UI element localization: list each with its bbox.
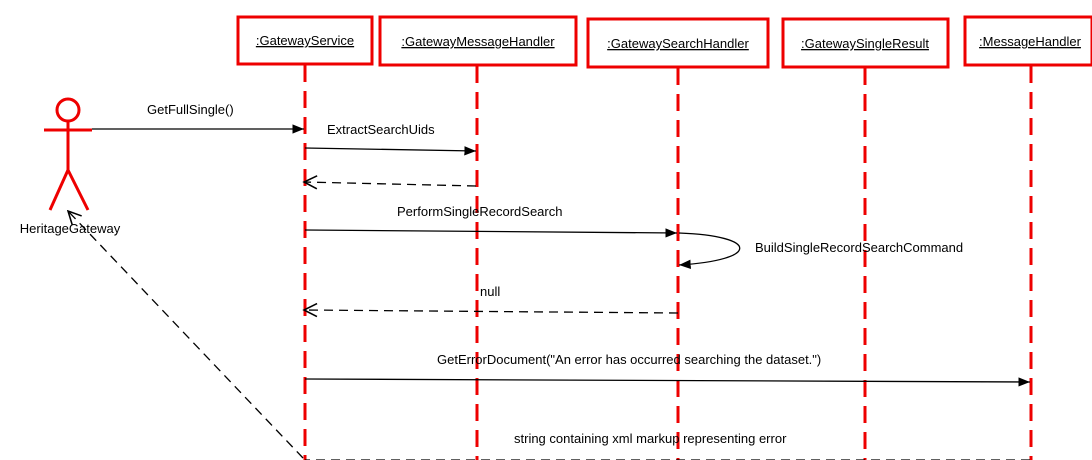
message-label: PerformSingleRecordSearch — [397, 204, 562, 219]
lifeline-gateway-search-handler: :GatewaySearchHandler — [586, 17, 770, 460]
lifeline-message-handler: :MessageHandler — [963, 15, 1092, 460]
message-arrow — [304, 182, 477, 186]
lifeline-box — [781, 17, 950, 69]
message-build-single-record-search-command: BuildSingleRecordSearchCommand — [678, 232, 963, 269]
lifeline-box — [963, 15, 1092, 67]
actor-label: HeritageGateway — [20, 221, 121, 236]
lifeline-name: :GatewayMessageHandler — [401, 34, 555, 49]
actor-right-leg — [66, 169, 90, 211]
self-message-arrow — [678, 232, 741, 269]
lifeline-box — [236, 15, 374, 66]
message-label: GetFullSingle() — [147, 102, 234, 117]
message-arrow — [304, 146, 477, 156]
lifeline-box — [378, 15, 578, 67]
message-label: BuildSingleRecordSearchCommand — [755, 240, 963, 255]
lifeline-gateway-service: :GatewayService — [236, 15, 374, 460]
message-extract-search-uids: ExtractSearchUids — [304, 122, 477, 156]
message-arrow-to-actor — [68, 211, 304, 459]
lifeline-name: :MessageHandler — [979, 34, 1082, 49]
lifeline-name: :GatewaySingleResult — [801, 36, 929, 51]
message-return-null: null — [304, 284, 679, 313]
actor-heritage-gateway: HeritageGateway — [20, 97, 121, 236]
lifeline-gateway-message-handler: :GatewayMessageHandler — [378, 15, 578, 460]
lifeline-name: :GatewayService — [256, 33, 354, 48]
message-label: ExtractSearchUids — [327, 122, 435, 137]
lifeline-name: :GatewaySearchHandler — [607, 36, 749, 51]
lifeline-box — [586, 17, 770, 69]
message-arrow — [304, 377, 1031, 387]
actor-left-leg — [48, 169, 70, 211]
message-get-full-single: GetFullSingle() — [92, 102, 304, 134]
actor-head — [55, 97, 81, 123]
lifeline-gateway-single-result: :GatewaySingleResult — [781, 17, 950, 460]
message-return-error-string: string containing xml markup representin… — [68, 211, 1030, 460]
message-arrow — [304, 310, 679, 313]
message-return-extract-search-uids — [304, 182, 477, 186]
message-perform-single-record-search: PerformSingleRecordSearch — [304, 204, 678, 238]
message-label: GetErrorDocument("An error has occurred … — [437, 352, 821, 367]
message-label: null — [480, 284, 500, 299]
message-get-error-document: GetErrorDocument("An error has occurred … — [304, 352, 1031, 387]
message-arrow — [304, 228, 678, 238]
message-label: string containing xml markup representin… — [514, 431, 787, 446]
